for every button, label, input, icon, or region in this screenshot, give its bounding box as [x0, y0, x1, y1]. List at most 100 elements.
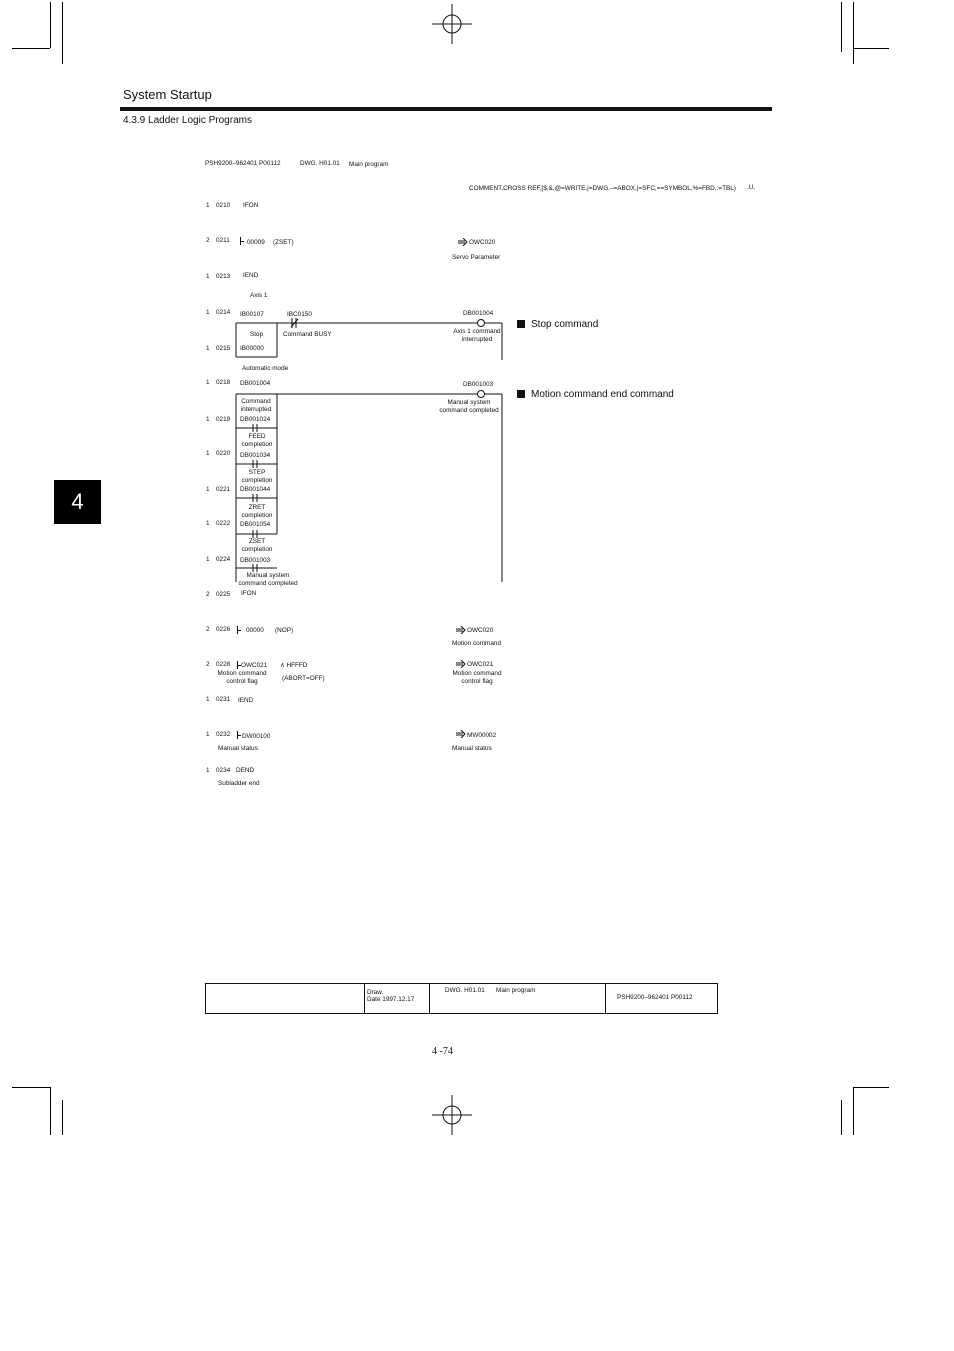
rung-level: 1 — [206, 486, 210, 493]
registration-mark-bottom — [432, 1095, 472, 1135]
store-start-mark — [240, 241, 244, 242]
instruction-note: (ZSET) — [273, 239, 294, 246]
comment-legend: COMMENT,CROSS REF,[$,&,@=WRITE,|=DWG,–=A… — [469, 185, 736, 192]
contact-label: Command BUSY — [283, 331, 332, 338]
program-name: Main program — [349, 161, 389, 168]
legend-suffix: .U. — [747, 184, 756, 191]
rung-level: 2 — [206, 661, 210, 668]
crop-mark — [853, 2, 854, 64]
rung-line-number: 0213 — [216, 273, 231, 280]
rung-level: 1 — [206, 556, 210, 563]
rung-line-number: 0231 — [216, 696, 231, 703]
contact-address: IBC0150 — [287, 311, 312, 318]
crop-mark — [50, 2, 51, 48]
source-register: 00009 — [247, 239, 265, 246]
contact-address: DB001034 — [240, 452, 271, 459]
nc-contact-icon — [290, 318, 299, 328]
store-start-mark — [237, 630, 241, 631]
header-rule — [120, 107, 772, 111]
rung-line-number: 0220 — [216, 450, 231, 457]
crop-mark — [12, 1087, 50, 1088]
coil-icon — [477, 390, 485, 398]
coil-address: DB001003 — [463, 381, 494, 388]
source-label: Manual status — [218, 745, 258, 752]
rung-line-number: 0211 — [216, 237, 230, 244]
rung-level: 1 — [206, 416, 210, 423]
source-register: 00000 — [246, 627, 264, 634]
rung-level: 2 — [206, 591, 210, 598]
crop-mark — [12, 48, 50, 49]
destination-register: MW00002 — [467, 732, 497, 739]
destination-label: Manual status — [452, 745, 492, 752]
rung-line-number: 0214 — [216, 309, 231, 316]
instruction-note: (ABORT=OFF) — [282, 675, 325, 682]
rung-line-number: 0234 — [216, 767, 231, 774]
destination-register: OWC020 — [467, 627, 494, 634]
destination-label: Servo Parameter — [452, 254, 501, 261]
instruction-text: IEND — [238, 697, 254, 704]
draw-label: Draw. — [367, 989, 384, 996]
page-number: 4 -74 — [432, 1046, 453, 1057]
crop-mark — [841, 1100, 842, 1135]
contact-address: DB001044 — [240, 486, 271, 493]
store-arrow-icon — [456, 626, 466, 634]
contact-address: DB001054 — [240, 521, 271, 528]
store-start-mark — [237, 735, 241, 736]
rung-line-number: 0225 — [216, 591, 231, 598]
crop-mark — [62, 2, 63, 64]
source-register: DW00100 — [242, 733, 271, 740]
contact-address: IB00000 — [240, 345, 264, 352]
crop-mark — [50, 1087, 51, 1135]
contact-address: DB001004 — [240, 380, 271, 387]
rung-level: 1 — [206, 202, 210, 209]
rung-line-number: 0224 — [216, 556, 231, 563]
coil-address: DB001004 — [463, 310, 494, 317]
instruction-text: IFON — [241, 590, 257, 597]
contact-label: Stop — [250, 331, 264, 338]
rung-level: 1 — [206, 345, 210, 352]
axis-label: Axis 1 — [250, 292, 268, 299]
rung-level: 1 — [206, 379, 210, 386]
ladder-block-1 — [235, 322, 503, 360]
source-register: OWC021 — [241, 662, 268, 669]
crop-mark — [841, 2, 842, 52]
rung-line-number: 0222 — [216, 520, 231, 527]
crop-mark — [853, 1087, 854, 1135]
footer-doc-id: PSH9200–962401 P00112 — [617, 994, 693, 1001]
coil-icon — [477, 319, 485, 327]
rung-line-number: 0228 — [216, 661, 231, 668]
chapter-tab: 4 — [54, 480, 101, 524]
rung-level: 2 — [206, 626, 210, 633]
rung-level: 1 — [206, 309, 210, 316]
footer-dwg: DWG. H01.01 — [445, 987, 485, 994]
contact-address: DB001024 — [240, 416, 271, 423]
store-start-mark — [237, 665, 241, 666]
footer-program: Main program — [496, 987, 536, 994]
instruction-subtext: Subladder end — [218, 780, 260, 787]
destination-register: OWC020 — [469, 239, 496, 246]
crop-mark — [853, 1087, 889, 1088]
contact-address: IB00107 — [240, 311, 264, 318]
rung-level: 1 — [206, 273, 210, 280]
draw-date: Date 1997.12.17 — [367, 996, 415, 1003]
rung-line-number: 0221 — [216, 486, 231, 493]
instruction-text: DEND — [236, 767, 255, 774]
dwg-number: DWG. H01.01 — [300, 160, 340, 167]
contact-address: DB001003 — [240, 557, 271, 564]
rung-line-number: 0210 — [216, 202, 231, 209]
store-arrow-icon — [456, 660, 466, 668]
annotation-motion-end: Motion command end command — [517, 389, 674, 400]
instruction-note: (NOP) — [275, 627, 294, 634]
store-arrow-icon — [456, 730, 466, 738]
rung-level: 1 — [206, 520, 210, 527]
rung-level: 2 — [206, 237, 210, 244]
rung-line-number: 0219 — [216, 416, 231, 423]
